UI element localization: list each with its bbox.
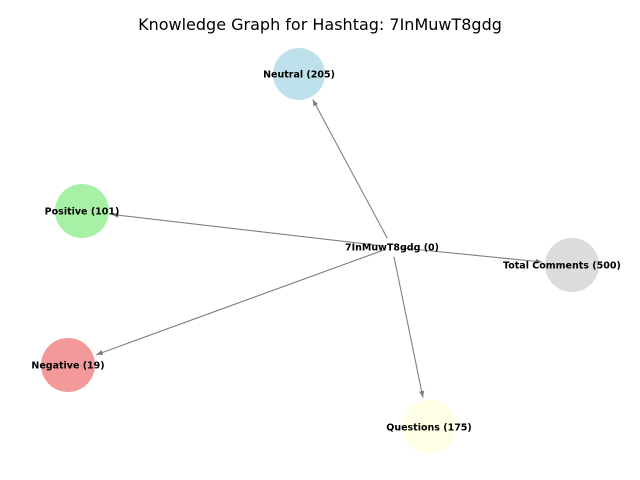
edge-center-to-positive	[111, 212, 383, 247]
node-label-center: 7InMuwT8gdg (0)	[345, 243, 439, 254]
node-label-total: Total Comments (500)	[503, 261, 621, 272]
edge-center-to-total	[401, 247, 543, 264]
edge-center-to-neutral	[312, 99, 388, 239]
node-questions	[402, 400, 456, 454]
edge-center-to-questions	[393, 256, 425, 398]
node-label-negative: Negative (19)	[31, 361, 104, 372]
node-label-neutral: Neutral (205)	[263, 70, 335, 81]
node-label-positive: Positive (101)	[45, 207, 120, 218]
node-positive	[55, 184, 109, 238]
node-negative	[41, 338, 95, 392]
graph-title: Knowledge Graph for Hashtag: 7InMuwT8gdg	[138, 15, 502, 34]
node-total	[545, 238, 599, 292]
edges-layer	[96, 99, 543, 398]
nodes-layer	[41, 48, 599, 454]
node-neutral	[273, 48, 325, 100]
node-label-questions: Questions (175)	[386, 423, 472, 434]
edge-center-to-negative	[96, 249, 383, 356]
labels-layer: 7InMuwT8gdg (0) Neutral (205) Positive (10…	[31, 70, 620, 434]
